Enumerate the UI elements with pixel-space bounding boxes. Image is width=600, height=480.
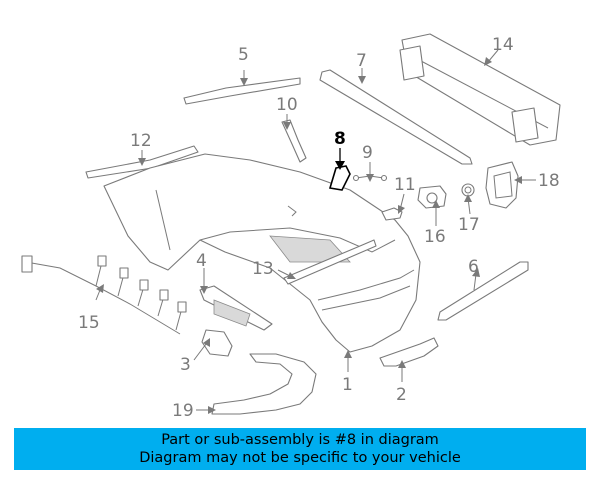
part-1-bumper-cover[interactable] [103,153,421,353]
callout-1: 1 [342,375,353,395]
part-13-inner-strip[interactable] [283,239,377,285]
part-7-trim-strip[interactable] [319,69,473,165]
callout-16: 16 [424,227,446,247]
callout-3: 3 [180,355,191,375]
callout-13: 13 [252,259,274,279]
callout-5: 5 [238,45,249,65]
part-8-highlighted-part[interactable] [328,165,351,191]
part-17-grommet[interactable] [461,183,475,197]
callout-10: 10 [276,95,298,115]
part-15-wiring-harness[interactable] [21,255,187,335]
leader-lines [95,49,536,414]
callout-18: 18 [538,171,560,191]
part-6-side-molding[interactable] [437,261,529,321]
callout-14: 14 [492,35,514,55]
callout-8-highlighted: 8 [334,129,346,149]
callout-9: 9 [362,143,373,163]
callout-15: 15 [78,313,100,333]
exploded-parts-diagram: 5 10 7 14 12 8 9 11 16 17 18 6 4 13 15 3… [21,33,561,421]
callout-7: 7 [356,51,367,71]
part-19-splash-shield[interactable] [211,353,317,415]
part-10-bracket[interactable] [281,119,307,163]
callout-labels: 5 10 7 14 12 8 9 11 16 17 18 6 4 13 15 3… [78,35,560,421]
callout-17: 17 [458,215,480,235]
part-11-bracket[interactable] [381,207,403,221]
callout-6: 6 [468,257,479,277]
callout-2: 2 [396,385,407,405]
callout-19: 19 [172,401,194,421]
part-3-mount[interactable] [201,329,233,357]
part-18-sensor-holder[interactable] [485,161,519,209]
info-banner: Part or sub-assembly is #8 in diagram Di… [14,428,586,470]
banner-line-2: Diagram may not be specific to your vehi… [139,450,461,466]
banner-line-1: Part or sub-assembly is #8 in diagram [161,432,439,448]
callout-11: 11 [394,175,416,195]
part-14-reinforcement-beam[interactable] [399,33,561,146]
part-4-diffuser[interactable] [199,285,273,331]
part-2-bracket[interactable] [379,337,439,367]
part-5-upper-molding[interactable] [183,77,301,105]
callout-12: 12 [130,131,152,151]
part-16-sensor[interactable] [417,185,447,209]
callout-4: 4 [196,251,207,271]
